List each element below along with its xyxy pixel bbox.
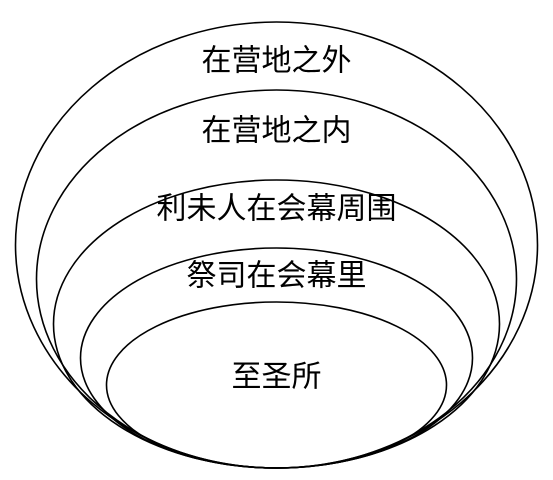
label-levites-around-tabernacle: 利未人在会幕周围 [157, 192, 397, 227]
ring-holy-of-holies [105, 301, 448, 469]
label-priests-in-tabernacle: 祭司在会幕里 [187, 259, 367, 294]
label-holy-of-holies: 至圣所 [232, 360, 322, 395]
label-inside-camp: 在营地之内 [202, 114, 352, 149]
label-outside-camp: 在营地之外 [202, 44, 352, 79]
